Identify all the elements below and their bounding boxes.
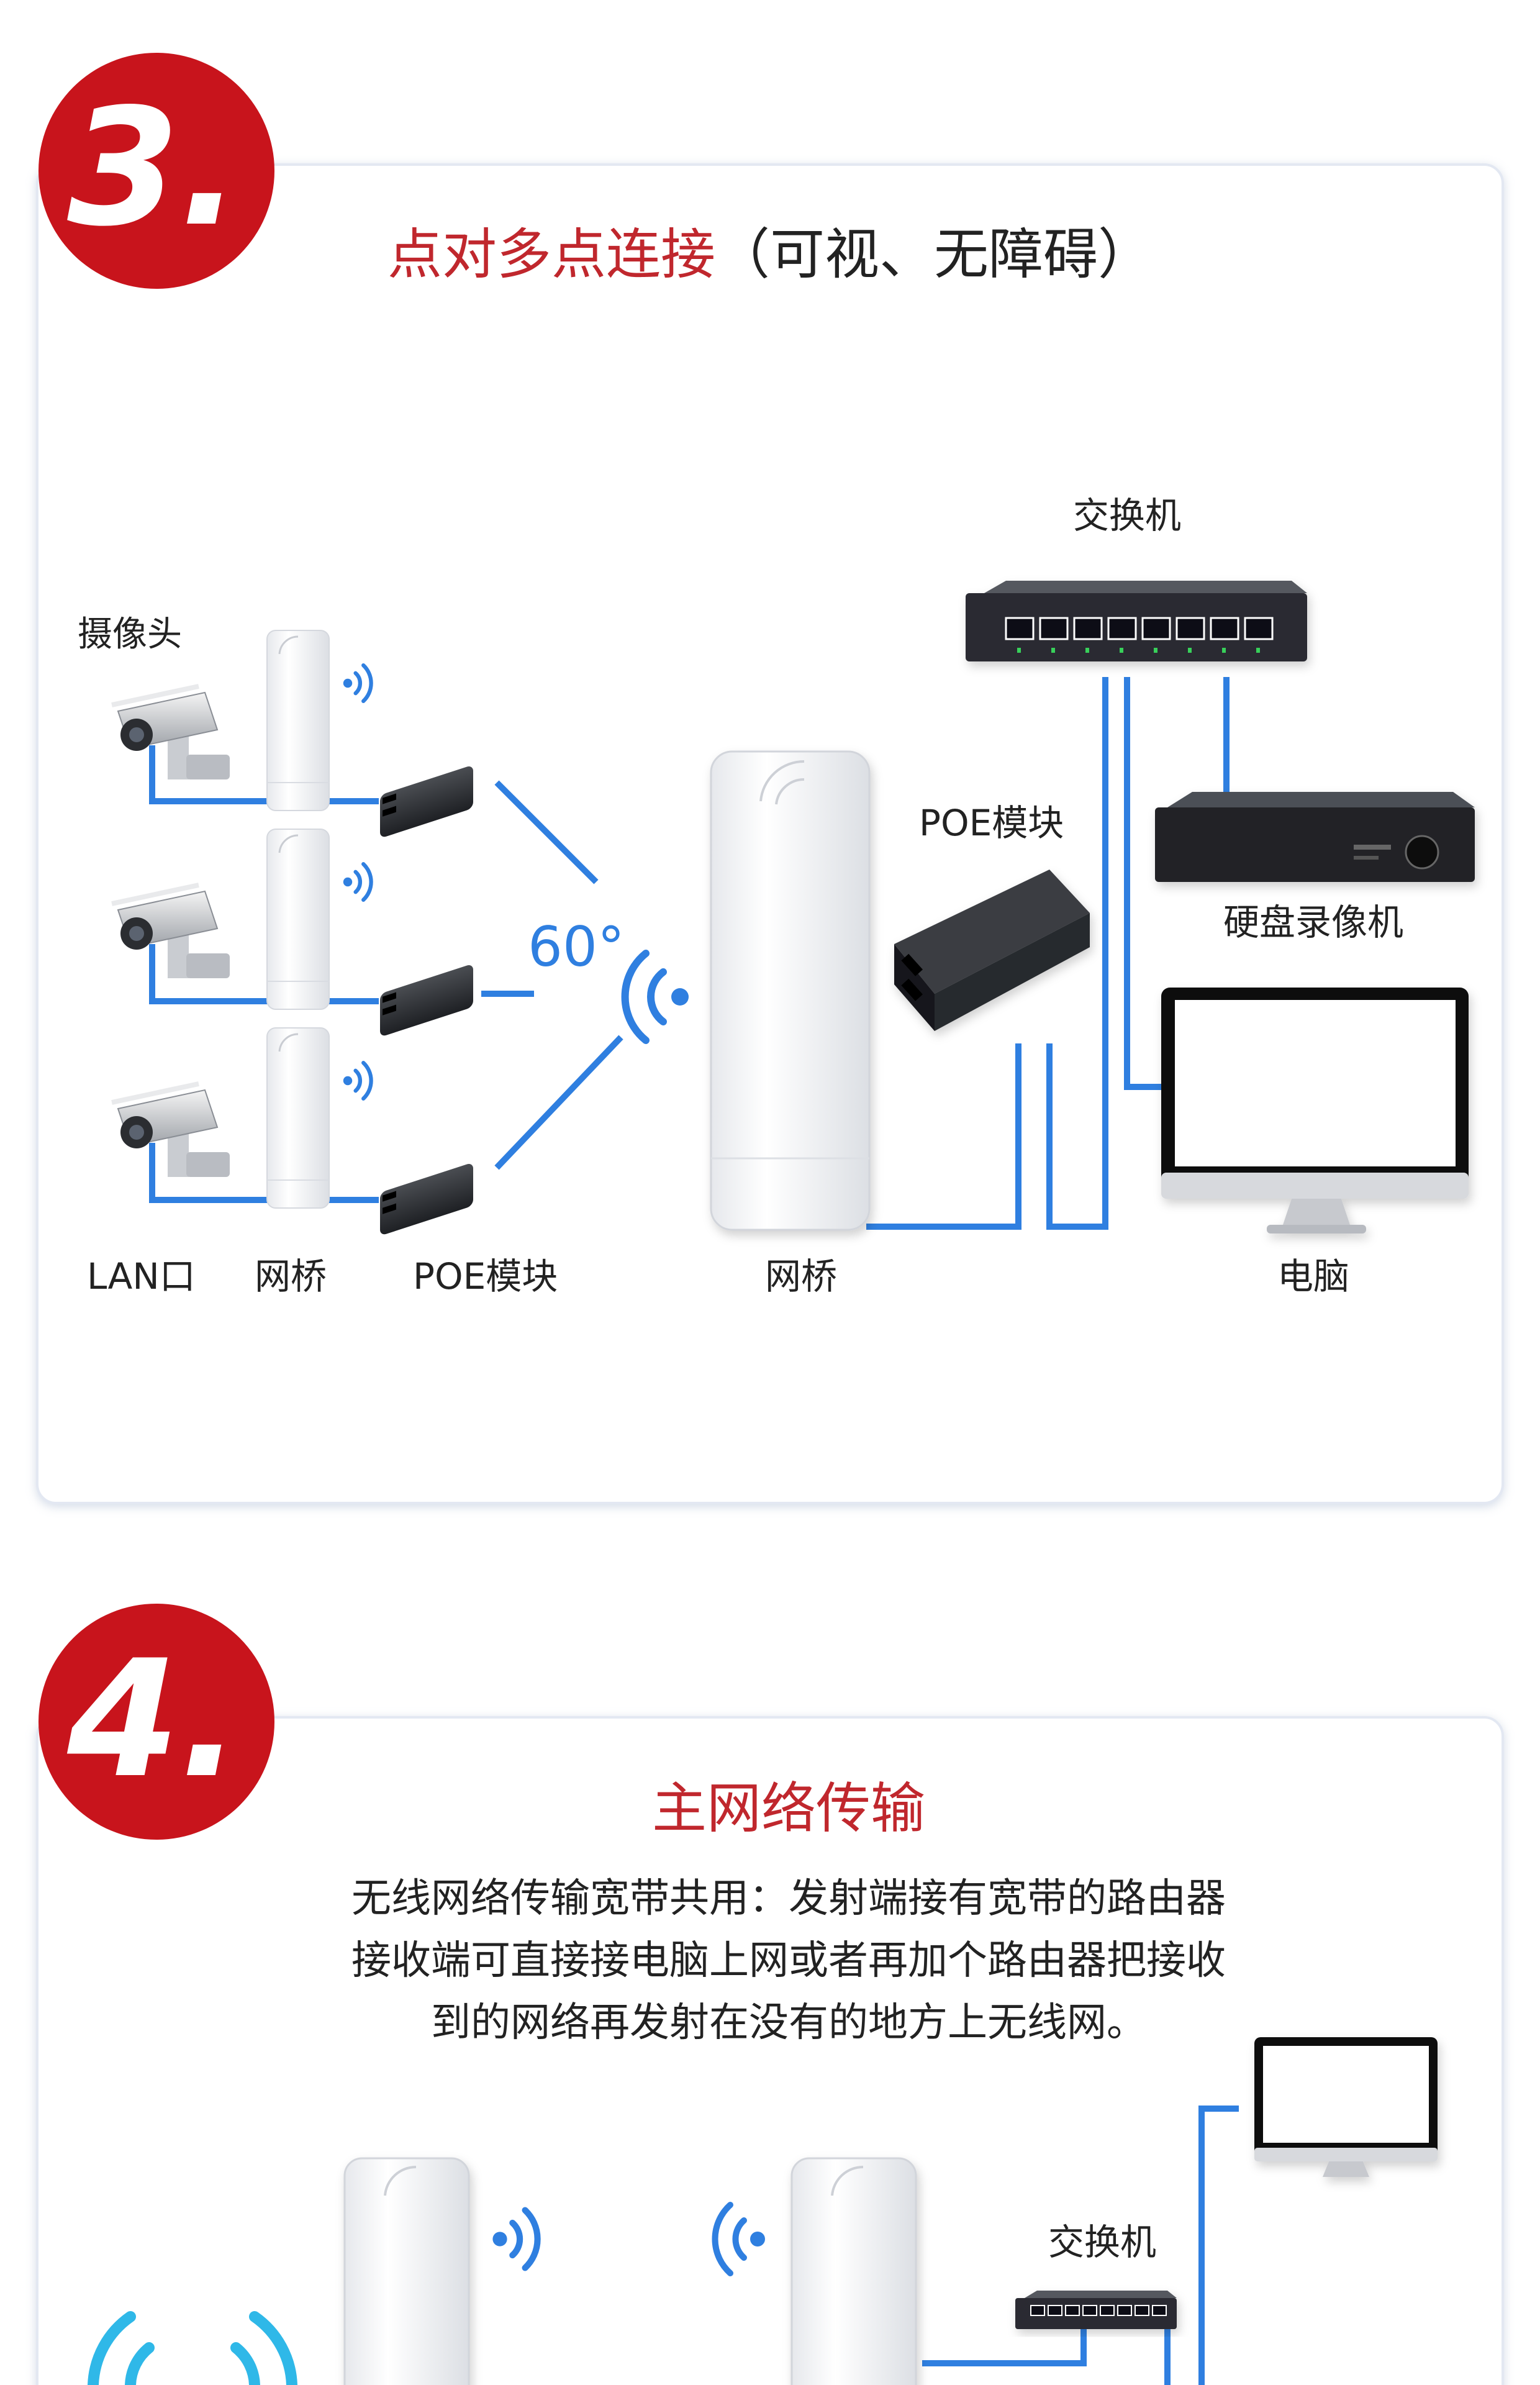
cable-cam1-bridge1 xyxy=(149,745,273,804)
section-4-cables xyxy=(922,2106,1239,2385)
section-3-cables xyxy=(149,677,1230,1230)
cable-switch-pc xyxy=(1124,677,1161,1090)
angle-line-top xyxy=(494,780,599,884)
center-bridge-icon xyxy=(710,750,871,1231)
section-3-title: 点对多点连接（可视、无障碍） xyxy=(387,222,1153,286)
wifi-signal-right-4-icon xyxy=(712,2202,765,2276)
section-4-badge: 4. xyxy=(38,1604,274,1840)
bridge-small-2-icon xyxy=(266,828,330,1011)
section-4: 4. 主网络传输 无线网络传输宽带共用：发射端接有宽带的路由器 接收端可直接接电… xyxy=(36,1604,1504,2385)
section-4-description: 无线网络传输宽带共用：发射端接有宽带的路由器 接收端可直接接电脑上网或者再加个路… xyxy=(351,1876,1226,2046)
angle-label: 60° xyxy=(528,915,625,979)
label-nvr: 硬盘录像机 xyxy=(1223,901,1403,943)
center-wifi-icon xyxy=(621,950,689,1044)
cable-poe-switch xyxy=(1046,677,1108,1230)
center-poe-icon xyxy=(894,870,1090,1031)
switch-ports xyxy=(1005,617,1274,640)
section-3-badge: 3. xyxy=(38,53,274,289)
label-switch-4: 交换机 xyxy=(1048,2221,1156,2263)
label-bridge-center: 网桥 xyxy=(765,1255,837,1297)
label-pc: 电脑 xyxy=(1277,1255,1349,1297)
bridge-small-1-icon xyxy=(266,629,330,812)
switch-icon-4 xyxy=(1015,2291,1177,2329)
left-wifi-icon xyxy=(88,2311,297,2385)
section-4-badge-number: 4. xyxy=(65,1626,241,1814)
pc-icon-4 xyxy=(1254,2037,1438,2177)
section-4-desc-line-2: 接收端可直接接电脑上网或者再加个路由器把接收 xyxy=(351,1938,1226,1984)
nvr-icon xyxy=(1155,792,1475,882)
switch-icon xyxy=(966,581,1307,661)
section-3-title-red: 点对多点连接 xyxy=(387,222,715,286)
label-poe-center: POE模块 xyxy=(919,802,1064,844)
pc-icon xyxy=(1161,988,1469,1233)
label-bridge-left: 网桥 xyxy=(255,1255,327,1297)
label-poe-left: POE模块 xyxy=(413,1255,558,1297)
label-camera: 摄像头 xyxy=(78,614,182,655)
cable-cam2-bridge2 xyxy=(149,944,273,1004)
label-switch: 交换机 xyxy=(1073,494,1181,537)
cable-bridge-poe xyxy=(866,1043,1021,1230)
cable-bridge-switch-4 xyxy=(922,2326,1087,2366)
section-3-title-dark: （可视、无障碍） xyxy=(715,222,1153,286)
label-lan: LAN口 xyxy=(87,1255,196,1297)
bridge-left-4 xyxy=(343,2157,470,2385)
section-3-badge-number: 3. xyxy=(67,75,241,262)
section-4-desc-line-3: 到的网络再发射在没有的地方上无线网。 xyxy=(431,2000,1146,2046)
section-4-title: 主网络传输 xyxy=(652,1776,925,1840)
cable-switch-pc-4 xyxy=(1198,2106,1239,2385)
bridge-small-3-icon xyxy=(266,1027,330,1209)
angle-line-bottom xyxy=(494,1035,623,1170)
section-4-desc-line-1: 无线网络传输宽带共用：发射端接有宽带的路由器 xyxy=(351,1876,1226,1922)
cable-cam3-bridge3 xyxy=(149,1143,273,1203)
bridge-right-4 xyxy=(790,2157,917,2385)
section-3: 3. 点对多点连接（可视、无障碍） 摄像头 xyxy=(36,53,1504,1504)
